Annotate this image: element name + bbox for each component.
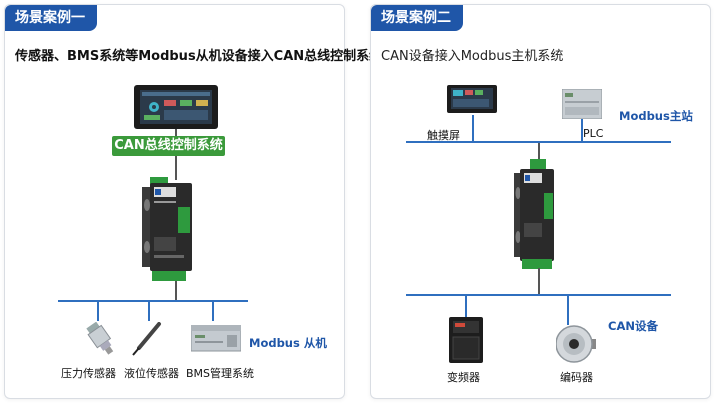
gateway-converter-icon: [514, 159, 558, 269]
bus-label: CAN设备: [608, 319, 658, 333]
connector-wire: [538, 143, 540, 161]
device-label: 触摸屏: [427, 129, 460, 142]
device-label: PLC: [583, 127, 604, 140]
pressure-sensor-icon: [81, 322, 121, 356]
modbus-bus-line: [58, 300, 248, 302]
level-sensor-icon: [129, 322, 169, 356]
drop-line: [581, 119, 583, 142]
drop-line: [472, 115, 474, 142]
drop-line: [567, 295, 569, 325]
connector-wire: [175, 156, 177, 180]
panel-subtitle: CAN设备接入Modbus主机系统: [381, 49, 564, 64]
can-bus-system-box: CAN总线控制系统: [112, 136, 225, 156]
device-label: 变频器: [447, 371, 480, 384]
drop-line: [465, 295, 467, 319]
can-bus-line: [406, 294, 671, 296]
touch-screen-icon: [447, 85, 497, 113]
encoder-icon: [556, 325, 596, 363]
connector-wire: [538, 268, 540, 295]
connector-wire: [175, 281, 177, 301]
gateway-converter-icon: [142, 177, 200, 281]
device-label: 压力传感器: [61, 367, 116, 380]
device-label: 编码器: [560, 371, 593, 384]
drop-line: [212, 301, 214, 321]
bms-system-icon: [191, 325, 241, 353]
plc-icon: [562, 89, 602, 119]
bus-label: Modbus 从机: [249, 336, 327, 350]
panel-tag: 场景案例二: [371, 5, 463, 31]
panel-tag: 场景案例一: [5, 5, 97, 31]
drop-line: [148, 301, 150, 321]
scenario-panel-2: 场景案例二 CAN设备接入Modbus主机系统 Modbus主站 触摸屏 PLC: [370, 4, 711, 399]
device-label: 液位传感器: [124, 367, 179, 380]
device-label: BMS管理系统: [186, 367, 255, 380]
inverter-icon: [449, 317, 483, 363]
panel-subtitle: 传感器、BMS系统等Modbus从机设备接入CAN总线控制系统: [15, 49, 383, 64]
modbus-bus-line: [406, 141, 671, 143]
connector-wire: [175, 129, 177, 137]
drop-line: [97, 301, 99, 321]
bus-label: Modbus主站: [619, 109, 693, 123]
touch-screen-icon: [134, 85, 218, 129]
scenario-panel-1: 场景案例一 传感器、BMS系统等Modbus从机设备接入CAN总线控制系统 CA…: [4, 4, 382, 399]
